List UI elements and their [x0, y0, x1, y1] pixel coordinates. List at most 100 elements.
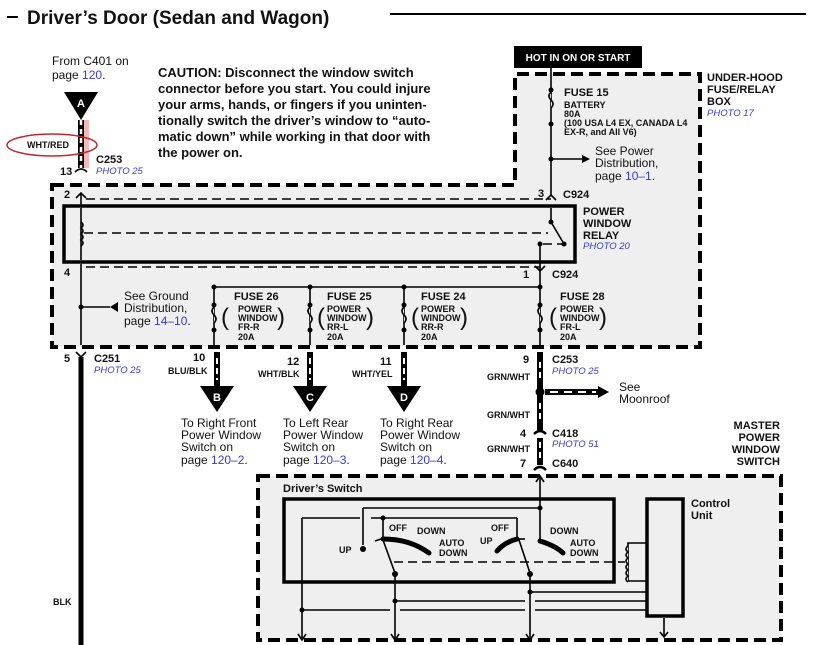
- svg-text:WINDOW: WINDOW: [421, 313, 461, 323]
- c253-bot-name: C253: [552, 354, 578, 366]
- svg-text:RR-L: RR-L: [327, 322, 349, 332]
- svg-text:POWER: POWER: [421, 304, 456, 314]
- right-switch-off: OFF: [491, 523, 509, 533]
- fuse25-rating: 20A: [327, 332, 344, 342]
- right-switch-down: DOWN: [550, 526, 579, 536]
- c924-top-pin: 3: [538, 188, 544, 200]
- svg-text:): ): [599, 304, 607, 331]
- under-hood-photo[interactable]: PHOTO 17: [707, 108, 755, 119]
- power-dist-line3: page 10–1.: [595, 169, 655, 183]
- right-switch-lever: [518, 539, 531, 574]
- moonroof-line1: See: [619, 380, 641, 394]
- master-switch-label-4: SWITCH: [737, 456, 780, 468]
- fuse26-name: FUSE 26: [234, 291, 279, 303]
- under-hood-label-3: BOX: [707, 96, 732, 108]
- master-switch-label-3: WINDOW: [732, 444, 781, 456]
- drivers-switch-title: Driver’s Switch: [283, 483, 363, 495]
- svg-text:Switch on: Switch on: [283, 440, 335, 454]
- svg-text:RR-R: RR-R: [421, 322, 444, 332]
- under-hood-box-fill: [52, 74, 700, 347]
- c640-name: C640: [552, 458, 578, 470]
- c251-pin: 5: [64, 353, 70, 365]
- wire-highlight: [84, 120, 89, 168]
- moonroof-line2[interactable]: Moonroof: [619, 392, 670, 406]
- svg-text:POWER: POWER: [327, 304, 362, 314]
- svg-text:Switch on: Switch on: [380, 440, 432, 454]
- control-unit-label-1: Control: [691, 498, 730, 510]
- svg-text:Switch on: Switch on: [181, 440, 233, 454]
- svg-text:the power on.: the power on.: [158, 145, 243, 160]
- svg-text:WINDOW: WINDOW: [238, 313, 278, 323]
- under-hood-box-border: [50, 72, 702, 349]
- relay-photo[interactable]: PHOTO 20: [583, 241, 631, 252]
- page-title: Driver’s Door (Sedan and Wagon): [27, 8, 329, 29]
- page-link-120-3[interactable]: 120–3: [313, 453, 347, 467]
- c251-name: C251: [94, 353, 120, 365]
- svg-text:To Right Rear: To Right Rear: [380, 416, 453, 430]
- ground-dist-line3: page 14–10.: [124, 314, 191, 328]
- svg-text:page 120–3.: page 120–3.: [283, 453, 350, 467]
- arrow-c-letter: C: [306, 392, 314, 404]
- c253-top-photo[interactable]: PHOTO 25: [96, 166, 144, 177]
- fuse15-symbol: [548, 91, 554, 109]
- c640-pin: 7: [520, 458, 526, 470]
- c924-top-name: C924: [563, 189, 590, 201]
- left-switch-arc: [380, 536, 432, 556]
- connector-arrow-b: [200, 386, 234, 412]
- arrow-left-icon: [110, 302, 118, 312]
- drivers-switch-box[interactable]: [282, 497, 616, 584]
- arrow-right-icon: [598, 386, 609, 398]
- svg-text:page 120–4.: page 120–4.: [380, 453, 447, 467]
- c253-top-name: C253: [96, 154, 122, 166]
- left-switch-auto-down: DOWN: [439, 548, 468, 558]
- c251-photo[interactable]: PHOTO 25: [94, 365, 142, 376]
- svg-text:Power Window: Power Window: [380, 428, 460, 442]
- left-switch-auto: AUTO: [439, 538, 464, 548]
- from-note-line2: page 120.: [52, 68, 105, 82]
- ground-dist-line1: See Ground: [124, 289, 189, 303]
- wire-label-grn-wht-2: GRN/WHT: [487, 410, 530, 420]
- c253-bot-pin: 9: [523, 354, 529, 366]
- page-link-120-4[interactable]: 120–4: [410, 453, 444, 467]
- wire-label-grn-wht-3: GRN/WHT: [487, 444, 530, 454]
- fuse24-rating: 20A: [421, 332, 438, 342]
- ground-dist-line2: Distribution,: [124, 301, 187, 315]
- fuse-25: FUSE 25 ( POWER WINDOW RR-L 20A ): [307, 284, 374, 345]
- c253-bot-photo[interactable]: PHOTO 25: [552, 366, 600, 377]
- control-unit[interactable]: [645, 497, 685, 618]
- svg-text:): ): [277, 304, 285, 331]
- left-switch-lever: [382, 539, 396, 574]
- fuse28-rating: 20A: [560, 332, 577, 342]
- master-switch-label-1: MASTER: [734, 420, 781, 432]
- ground-dist-link[interactable]: 14–10: [154, 314, 188, 328]
- svg-text:(: (: [549, 304, 557, 331]
- from-page-link[interactable]: 120: [82, 68, 102, 82]
- pin-2: 2: [64, 189, 70, 201]
- right-switch-auto-down: DOWN: [570, 548, 599, 558]
- c418-name: C418: [552, 428, 578, 440]
- pin-10: 10: [193, 352, 205, 364]
- left-switch-down: DOWN: [417, 526, 446, 536]
- svg-text:): ): [460, 304, 468, 331]
- svg-text:POWER: POWER: [238, 304, 273, 314]
- fuse-26: FUSE 26 ( POWER WINDOW FR-R 20A ): [211, 284, 285, 345]
- power-dist-line2: Distribution,: [595, 156, 658, 170]
- power-dist-link[interactable]: 10–1: [625, 169, 652, 183]
- pin-11: 11: [380, 356, 392, 368]
- right-switch-up-arc: [494, 536, 520, 554]
- under-hood-label-1: UNDER-HOOD: [707, 72, 783, 84]
- svg-text:connector before you start. Yo: connector before you start. You could in…: [158, 81, 431, 96]
- right-switch-up: UP: [480, 536, 493, 546]
- c924-bot-pin: 1: [523, 269, 529, 281]
- svg-text:(: (: [411, 304, 419, 331]
- arrow-b-letter: B: [213, 392, 221, 404]
- svg-text:matic down” while working in t: matic down” while working in that door w…: [158, 129, 430, 144]
- svg-text:CAUTION: Disconnect the window: CAUTION: Disconnect the window switch: [158, 65, 414, 80]
- master-switch-label-2: POWER: [738, 432, 780, 444]
- wire-label-grn-wht-1: GRN/WHT: [487, 372, 530, 382]
- page-link-120-2[interactable]: 120–2: [211, 453, 245, 467]
- c418-photo[interactable]: PHOTO 51: [552, 439, 599, 450]
- fuse15-line3: (100 USA L4 EX, CANADA L4: [564, 118, 687, 128]
- right-switch-down-arc: [537, 538, 566, 556]
